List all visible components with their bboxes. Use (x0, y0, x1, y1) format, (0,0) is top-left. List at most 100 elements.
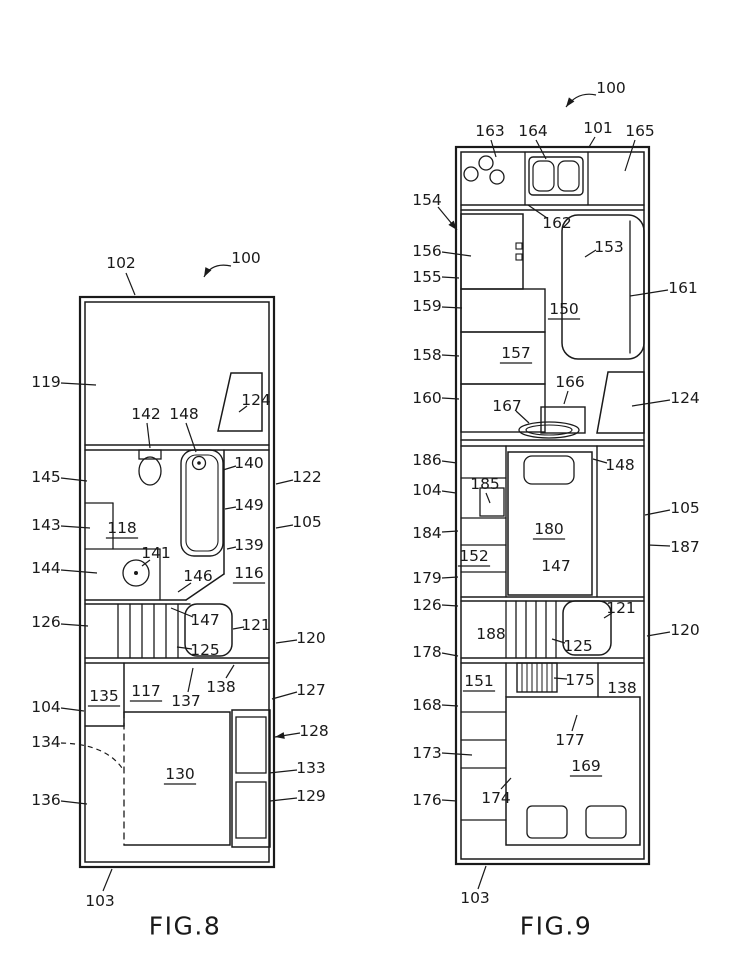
ref-numeral: 120 (670, 621, 700, 639)
ref-numeral: 145 (31, 468, 61, 486)
leader-line (170, 607, 194, 618)
fig8-shower-drain (134, 571, 138, 575)
leader-line (553, 677, 568, 680)
ref-numeral: 153 (594, 238, 624, 256)
leader-line (500, 777, 512, 790)
fig9-sink (528, 156, 584, 196)
ref-numeral: 143 (31, 516, 61, 534)
ref-numeral: 166 (555, 373, 585, 391)
leader-line (441, 490, 457, 494)
fig9-bed-lower (505, 696, 641, 846)
ref-numeral: 180 (534, 520, 564, 538)
ref-numeral: 178 (412, 643, 442, 661)
ref-numeral: 122 (292, 468, 322, 486)
leader-line (441, 652, 459, 657)
leader-line (60, 707, 85, 712)
leader-line (644, 509, 671, 516)
ref-numeral: 135 (89, 687, 119, 705)
leader-line (102, 868, 113, 892)
ref-numeral: 116 (234, 564, 264, 582)
leader-line (226, 546, 237, 550)
figure-caption: FIG.8 (149, 912, 221, 941)
ref-numeral: 126 (31, 613, 61, 631)
ref-numeral: 168 (412, 696, 442, 714)
ref-numeral: 129 (296, 787, 326, 805)
ref-numeral: 169 (571, 757, 601, 775)
ref-numeral: 147 (541, 557, 571, 575)
fig9-drawer (460, 288, 546, 333)
ref-numeral: 121 (241, 616, 271, 634)
fig9-drawer (460, 383, 546, 433)
arrowhead-icon (448, 220, 457, 230)
ref-numeral: 102 (106, 254, 136, 272)
leader-line (592, 458, 608, 464)
ref-numeral: 120 (296, 629, 326, 647)
leader-line (477, 865, 487, 890)
leader-line (441, 704, 459, 707)
ref-numeral: 103 (460, 889, 490, 907)
fig8-faucet-icon (191, 455, 207, 471)
ref-numeral: 158 (412, 346, 442, 364)
leader-line (631, 399, 671, 407)
fig8-faucet-dot (197, 461, 201, 465)
leader-line (225, 664, 235, 679)
leader-line (571, 714, 578, 732)
fig8-outer-wall (78, 295, 276, 869)
leader-line (535, 139, 547, 160)
leader-line (176, 646, 193, 650)
ref-numeral: 165 (625, 122, 655, 140)
fig9-pillow (523, 455, 575, 485)
fig9-table-top-inner (525, 424, 573, 436)
leader-line (441, 397, 460, 400)
ref-numeral: 139 (234, 536, 264, 554)
fig8-side-unit-upper (235, 716, 267, 774)
leader-line (187, 667, 194, 693)
leader-line (224, 506, 237, 510)
ref-numeral: 126 (412, 596, 442, 614)
fig9-cabinet (562, 600, 612, 656)
leader-line (629, 289, 669, 297)
fig9-cabinet-185 (479, 487, 505, 517)
leader-line (125, 272, 136, 296)
fig8-toilet (138, 456, 162, 486)
ref-numeral: 162 (542, 214, 572, 232)
ref-numeral: 164 (518, 122, 548, 140)
leader-line (185, 422, 197, 453)
ref-numeral: 147 (190, 611, 220, 629)
leader-line (624, 139, 636, 172)
ref-numeral: 100 (596, 79, 626, 97)
ref-numeral: 128 (299, 722, 329, 740)
leader-line (603, 612, 613, 619)
fig8-cabinet (184, 603, 233, 657)
leader-line (60, 742, 123, 769)
ref-numeral: 130 (165, 765, 195, 783)
ref-numeral: 160 (412, 389, 442, 407)
ref-numeral: 118 (107, 519, 137, 537)
ref-numeral: 148 (169, 405, 199, 423)
fig8-toilet-tank (138, 449, 162, 460)
ref-numeral: 103 (85, 892, 115, 910)
ref-numeral: 187 (670, 538, 700, 556)
leader-line (60, 382, 97, 386)
ref-numeral: 188 (476, 625, 506, 643)
fig9-burner-icon (489, 169, 505, 185)
leader-line (646, 631, 671, 637)
ref-numeral: 156 (412, 242, 442, 260)
fig9-table-top (518, 421, 580, 439)
leader-line (441, 306, 463, 309)
leader-line (441, 251, 472, 257)
ref-numeral: 173 (412, 744, 442, 762)
ref-numeral: 157 (501, 344, 531, 362)
leader-line (60, 800, 88, 805)
ref-numeral: 144 (31, 559, 61, 577)
leader-line (485, 492, 491, 504)
ref-numeral: 100 (231, 249, 261, 267)
ref-numeral: 134 (31, 733, 61, 751)
ref-numeral: 152 (459, 547, 489, 565)
leader-line (588, 136, 596, 148)
fig8-diagonal-wall (185, 573, 225, 601)
ref-numeral: 146 (183, 567, 213, 585)
leader-line (146, 422, 151, 449)
